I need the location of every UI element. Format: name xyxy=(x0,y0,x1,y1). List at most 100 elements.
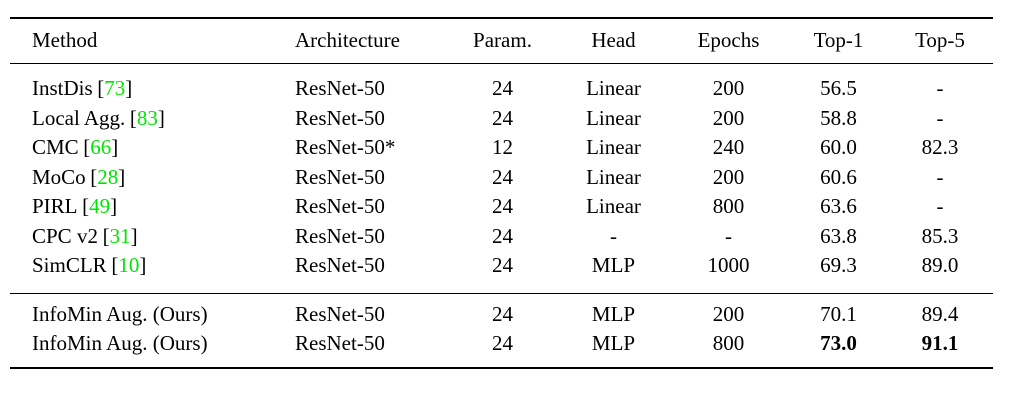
cell-top1: 70.1 xyxy=(790,292,887,329)
cell-head: MLP xyxy=(591,253,636,277)
citation-number[interactable]: 31 xyxy=(109,223,131,248)
table-row: MoCo[28] ResNet-50 24 Linear 200 60.6 - xyxy=(10,163,993,193)
citation: [10] xyxy=(111,253,146,277)
header-head: Head xyxy=(560,18,667,64)
bracket-close-icon: ] xyxy=(111,135,119,159)
cell-top1: 63.6 xyxy=(820,194,857,218)
cell-architecture: ResNet-50 xyxy=(295,223,385,248)
cell-top1: 63.8 xyxy=(820,223,857,248)
citation: [31] xyxy=(103,224,138,248)
cell-top1: 60.0 xyxy=(820,135,857,159)
cell-epochs: 240 xyxy=(712,135,745,159)
cell-top5: 89.0 xyxy=(921,253,959,277)
cell-head: Linear xyxy=(586,76,641,100)
table-row: InfoMin Aug. (Ours) ResNet-50 24 MLP 200… xyxy=(10,292,993,329)
cell-top5: - xyxy=(936,76,944,100)
cell-top1: 60.6 xyxy=(820,164,857,189)
cell-param: 24 xyxy=(492,253,513,277)
cell-head: Linear xyxy=(586,164,641,189)
cell-head: Linear xyxy=(586,135,641,159)
header-top1: Top-1 xyxy=(790,18,887,64)
bracket-close-icon: ] xyxy=(110,194,118,218)
citation-number[interactable]: 83 xyxy=(136,105,158,130)
bracket-close-icon: ] xyxy=(118,164,126,189)
cell-head: MLP xyxy=(560,292,667,329)
cell-top5: - xyxy=(936,194,944,218)
bracket-close-icon: ] xyxy=(125,76,133,100)
method-name: PIRL xyxy=(32,194,78,218)
bracket-open-icon: [ xyxy=(83,135,91,159)
cell-method: MoCo[28] xyxy=(10,163,285,193)
cell-top5: 89.4 xyxy=(887,292,993,329)
cell-architecture: ResNet-50 xyxy=(295,194,385,218)
citation: [83] xyxy=(130,106,165,130)
cell-top5: 91.1 xyxy=(921,331,959,355)
cell-architecture: ResNet-50* xyxy=(295,135,396,159)
bracket-open-icon: [ xyxy=(102,223,110,248)
baseline-methods-section: InstDis[73] ResNet-50 24 Linear 200 56.5… xyxy=(10,64,993,294)
bracket-close-icon: ] xyxy=(157,105,165,130)
cell-head: Linear xyxy=(586,194,641,218)
cell-architecture: ResNet-50 xyxy=(295,105,385,130)
citation-number[interactable]: 10 xyxy=(118,253,140,277)
cell-head: MLP xyxy=(591,331,636,355)
cell-epochs: 800 xyxy=(712,331,745,355)
cell-top1: 69.3 xyxy=(820,253,857,277)
citation-number[interactable]: 66 xyxy=(90,135,112,159)
cell-top1: 58.8 xyxy=(820,105,857,130)
table-row: PIRL[49] ResNet-50 24 Linear 800 63.6 - xyxy=(10,192,993,222)
cell-epochs: 200 xyxy=(712,164,745,189)
cell-epochs: 200 xyxy=(712,76,745,100)
cell-param: 24 xyxy=(445,292,560,329)
cell-param: 24 xyxy=(492,331,513,355)
bracket-open-icon: [ xyxy=(90,164,98,189)
ours-methods-section: InfoMin Aug. (Ours) ResNet-50 24 MLP 200… xyxy=(10,292,993,368)
cell-method: InfoMin Aug. (Ours) xyxy=(10,292,285,329)
cell-head: Linear xyxy=(586,105,641,130)
citation-number[interactable]: 28 xyxy=(97,164,119,189)
cell-epochs: 200 xyxy=(712,105,745,130)
method-name: Local Agg. xyxy=(32,105,126,130)
bracket-close-icon: ] xyxy=(130,223,138,248)
header-param: Param. xyxy=(445,18,560,64)
cell-epochs: 1000 xyxy=(707,253,750,277)
cell-method: CMC[66] xyxy=(10,133,285,163)
cell-param: 24 xyxy=(492,223,513,248)
bracket-close-icon: ] xyxy=(139,253,147,277)
table-header: Method Architecture Param. Head Epochs T… xyxy=(10,18,993,64)
table-row: InfoMin Aug. (Ours) ResNet-50 24 MLP 800… xyxy=(10,329,993,368)
cell-architecture: ResNet-50 xyxy=(295,164,385,189)
cell-param: 12 xyxy=(492,135,513,159)
citation-number[interactable]: 49 xyxy=(89,194,111,218)
cell-epochs: 800 xyxy=(712,194,745,218)
cell-param: 24 xyxy=(492,164,513,189)
cell-method: Local Agg.[83] xyxy=(10,104,285,134)
cell-top1: 56.5 xyxy=(820,76,857,100)
cell-param: 24 xyxy=(492,76,513,100)
cell-method: InstDis[73] xyxy=(10,64,285,104)
table-row: CMC[66] ResNet-50* 12 Linear 240 60.0 82… xyxy=(10,133,993,163)
cell-top5: 82.3 xyxy=(921,135,959,159)
cell-top5: - xyxy=(936,164,944,189)
table-row: CPC v2[31] ResNet-50 24 - - 63.8 85.3 xyxy=(10,222,993,252)
results-table: Method Architecture Param. Head Epochs T… xyxy=(10,17,993,369)
header-row: Method Architecture Param. Head Epochs T… xyxy=(10,18,993,64)
bracket-open-icon: [ xyxy=(111,253,119,277)
method-name: MoCo xyxy=(32,164,86,189)
cell-method: PIRL[49] xyxy=(10,192,285,222)
citation: [49] xyxy=(82,194,117,218)
method-name: SimCLR xyxy=(32,253,107,277)
citation: [73] xyxy=(97,76,132,100)
cell-method: SimCLR[10] xyxy=(10,251,285,293)
cell-epochs: - xyxy=(725,223,732,248)
cell-top5: 85.3 xyxy=(921,223,959,248)
cell-epochs: 200 xyxy=(667,292,790,329)
header-top5: Top-5 xyxy=(887,18,993,64)
cell-top1: 73.0 xyxy=(820,331,857,355)
bracket-open-icon: [ xyxy=(82,194,90,218)
bracket-open-icon: [ xyxy=(129,105,137,130)
cell-architecture: ResNet-50 xyxy=(295,331,385,355)
citation-number[interactable]: 73 xyxy=(104,76,126,100)
header-architecture: Architecture xyxy=(285,18,445,64)
